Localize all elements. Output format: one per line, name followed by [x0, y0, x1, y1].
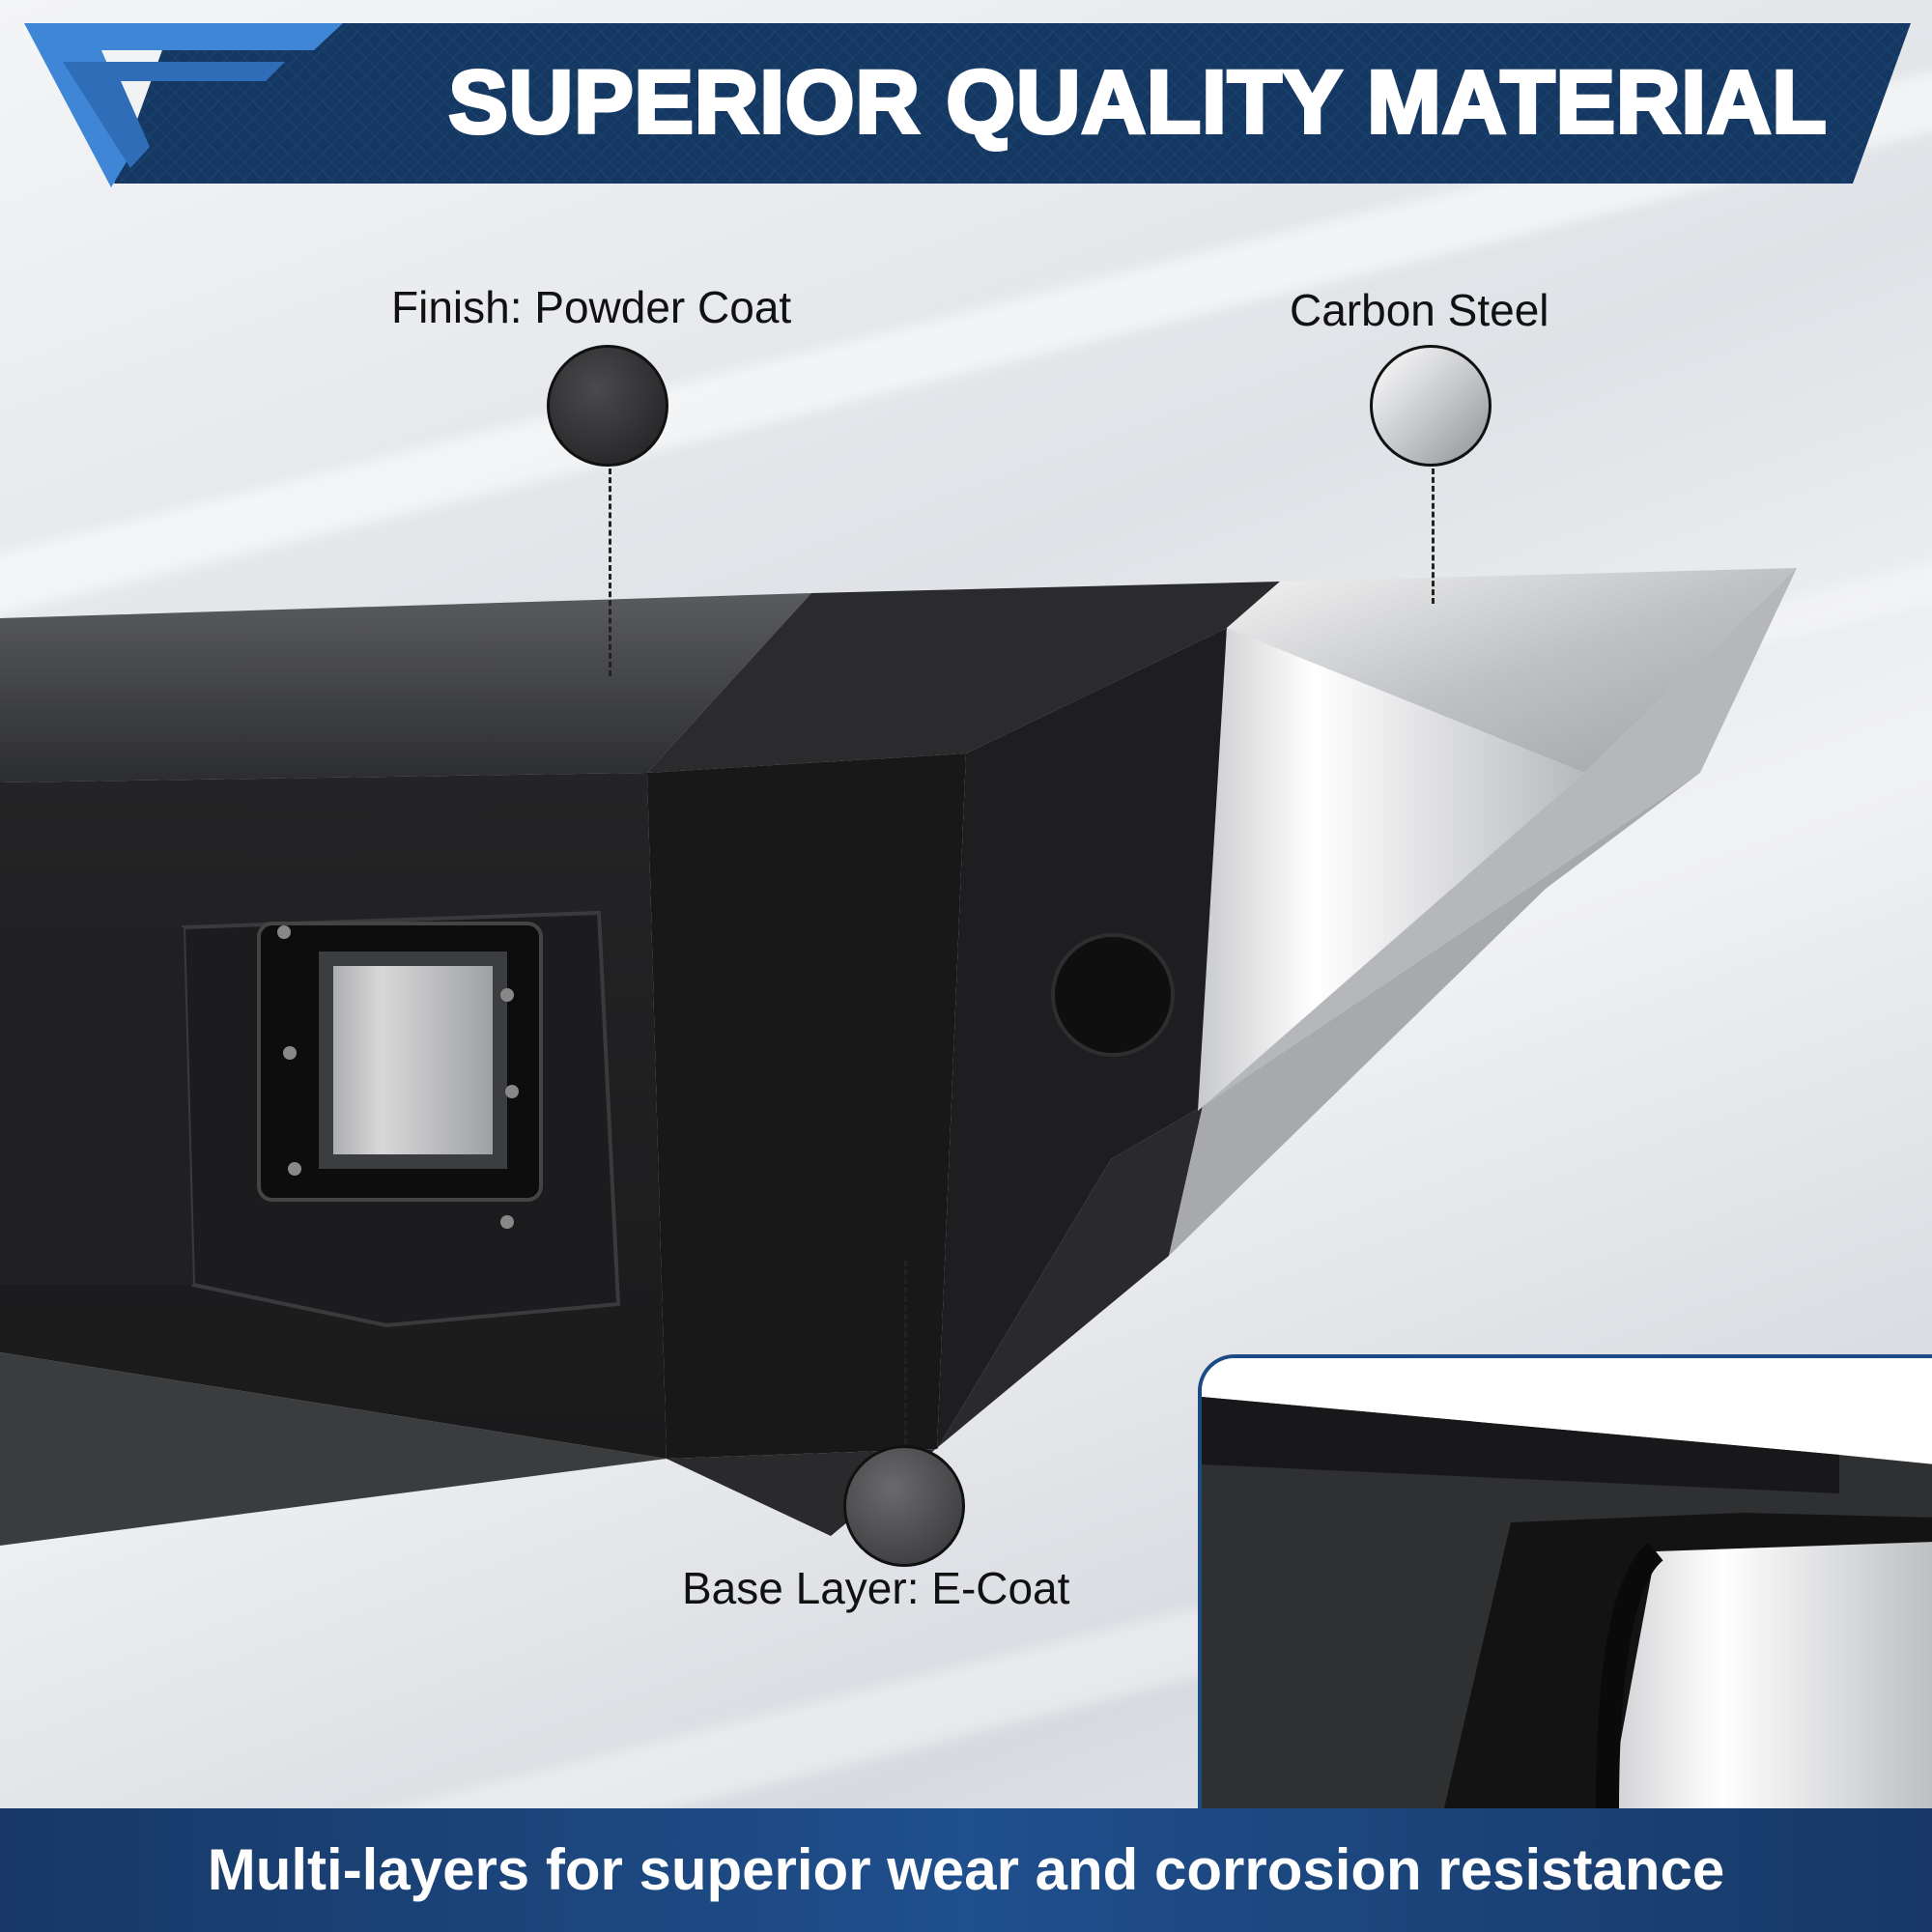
carbon-steel-leader-line [1432, 469, 1435, 604]
detail-inset [1198, 1354, 1932, 1808]
footer-tagline: Multi-layers for superior wear and corro… [207, 1837, 1725, 1902]
powder-coat-swatch-icon [547, 345, 668, 467]
chevron-logo-icon [24, 23, 343, 187]
banner-title: SUPERIOR QUALITY MATERIAL [446, 51, 1828, 154]
footer-banner: Multi-layers for superior wear and corro… [0, 1808, 1932, 1932]
powder-coat-leader-line [609, 469, 611, 676]
carbon-steel-label: Carbon Steel [1290, 285, 1549, 335]
header-banner: SUPERIOR QUALITY MATERIAL [114, 23, 1911, 184]
e-coat-leader-line [904, 1261, 907, 1444]
carbon-steel-swatch-icon [1370, 345, 1492, 467]
powder-coat-label: Finish: Powder Coat [391, 282, 792, 332]
e-coat-swatch-icon [843, 1445, 965, 1567]
e-coat-label: Base Layer: E-Coat [682, 1563, 1070, 1613]
